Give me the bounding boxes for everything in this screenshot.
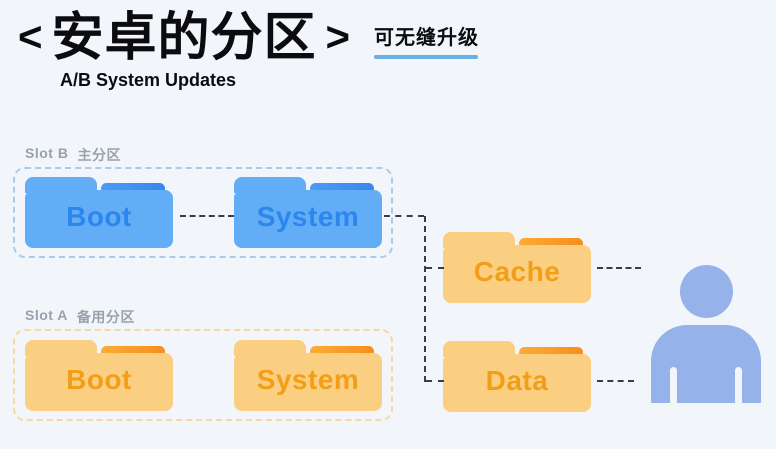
connector-data-user [597,380,634,382]
folder-data: Data [443,341,591,412]
folder-tab-icon [25,177,97,193]
seamless-update-badge: 可无缝升级 [374,21,479,59]
badge-underline [374,55,478,59]
connector-system-out [384,215,424,217]
folder-tab-icon [25,340,97,356]
slot-a-name: Slot A [25,307,68,323]
page-subtitle: A/B System Updates [60,70,237,90]
connector-to-cache [426,267,444,269]
user-arm-notch-left [670,367,677,403]
user-body-icon [651,325,761,403]
folder-body: Boot [25,190,173,248]
folder-boot-slot-a: Boot [25,340,173,411]
folder-body: Boot [25,353,173,411]
folder-label: Boot [66,201,132,232]
connector-boot-system [180,215,234,217]
slot-b-name: Slot B [25,145,69,161]
user-icon [651,265,761,403]
user-arm-notch-right [735,367,742,403]
slot-b-tag: 主分区 [77,147,121,163]
folder-system-slot-a: System [234,340,382,411]
folder-label: Data [485,365,549,396]
folder-boot-slot-b: Boot [25,177,173,248]
connector-cache-user [597,267,641,269]
folder-stripe-icon [310,183,374,194]
folder-body: Cache [443,245,591,303]
folder-label: Cache [473,256,561,287]
folder-tab-icon [234,177,306,193]
folder-body: System [234,190,382,248]
folder-tab-icon [443,341,515,357]
folder-tab-icon [234,340,306,356]
folder-tab-icon [443,232,515,248]
folder-stripe-icon [101,183,165,194]
folder-body: Data [443,354,591,412]
title-bracket-left: < [18,12,43,60]
page-title: < 安卓的分区 > [18,6,350,71]
title-text: 安卓的分区 [51,9,317,67]
folder-stripe-icon [101,346,165,357]
connector-to-data [426,380,444,382]
slot-a-label: Slot A 备用分区 [25,307,135,327]
folder-stripe-icon [519,347,583,358]
folder-label: System [256,364,360,395]
badge-label: 可无缝升级 [374,27,479,49]
folder-stripe-icon [310,346,374,357]
connector-vertical [424,216,426,382]
folder-body: System [234,353,382,411]
folder-stripe-icon [519,238,583,249]
title-bracket-right: > [325,12,351,60]
slot-a-tag: 备用分区 [76,309,135,325]
slot-a-box [13,329,393,421]
user-head-icon [680,265,733,318]
slot-b-box [13,167,393,258]
slot-b-label: Slot B 主分区 [25,145,121,165]
folder-label: System [256,201,360,232]
folder-cache: Cache [443,232,591,303]
folder-system-slot-b: System [234,177,382,248]
folder-label: Boot [66,364,132,395]
